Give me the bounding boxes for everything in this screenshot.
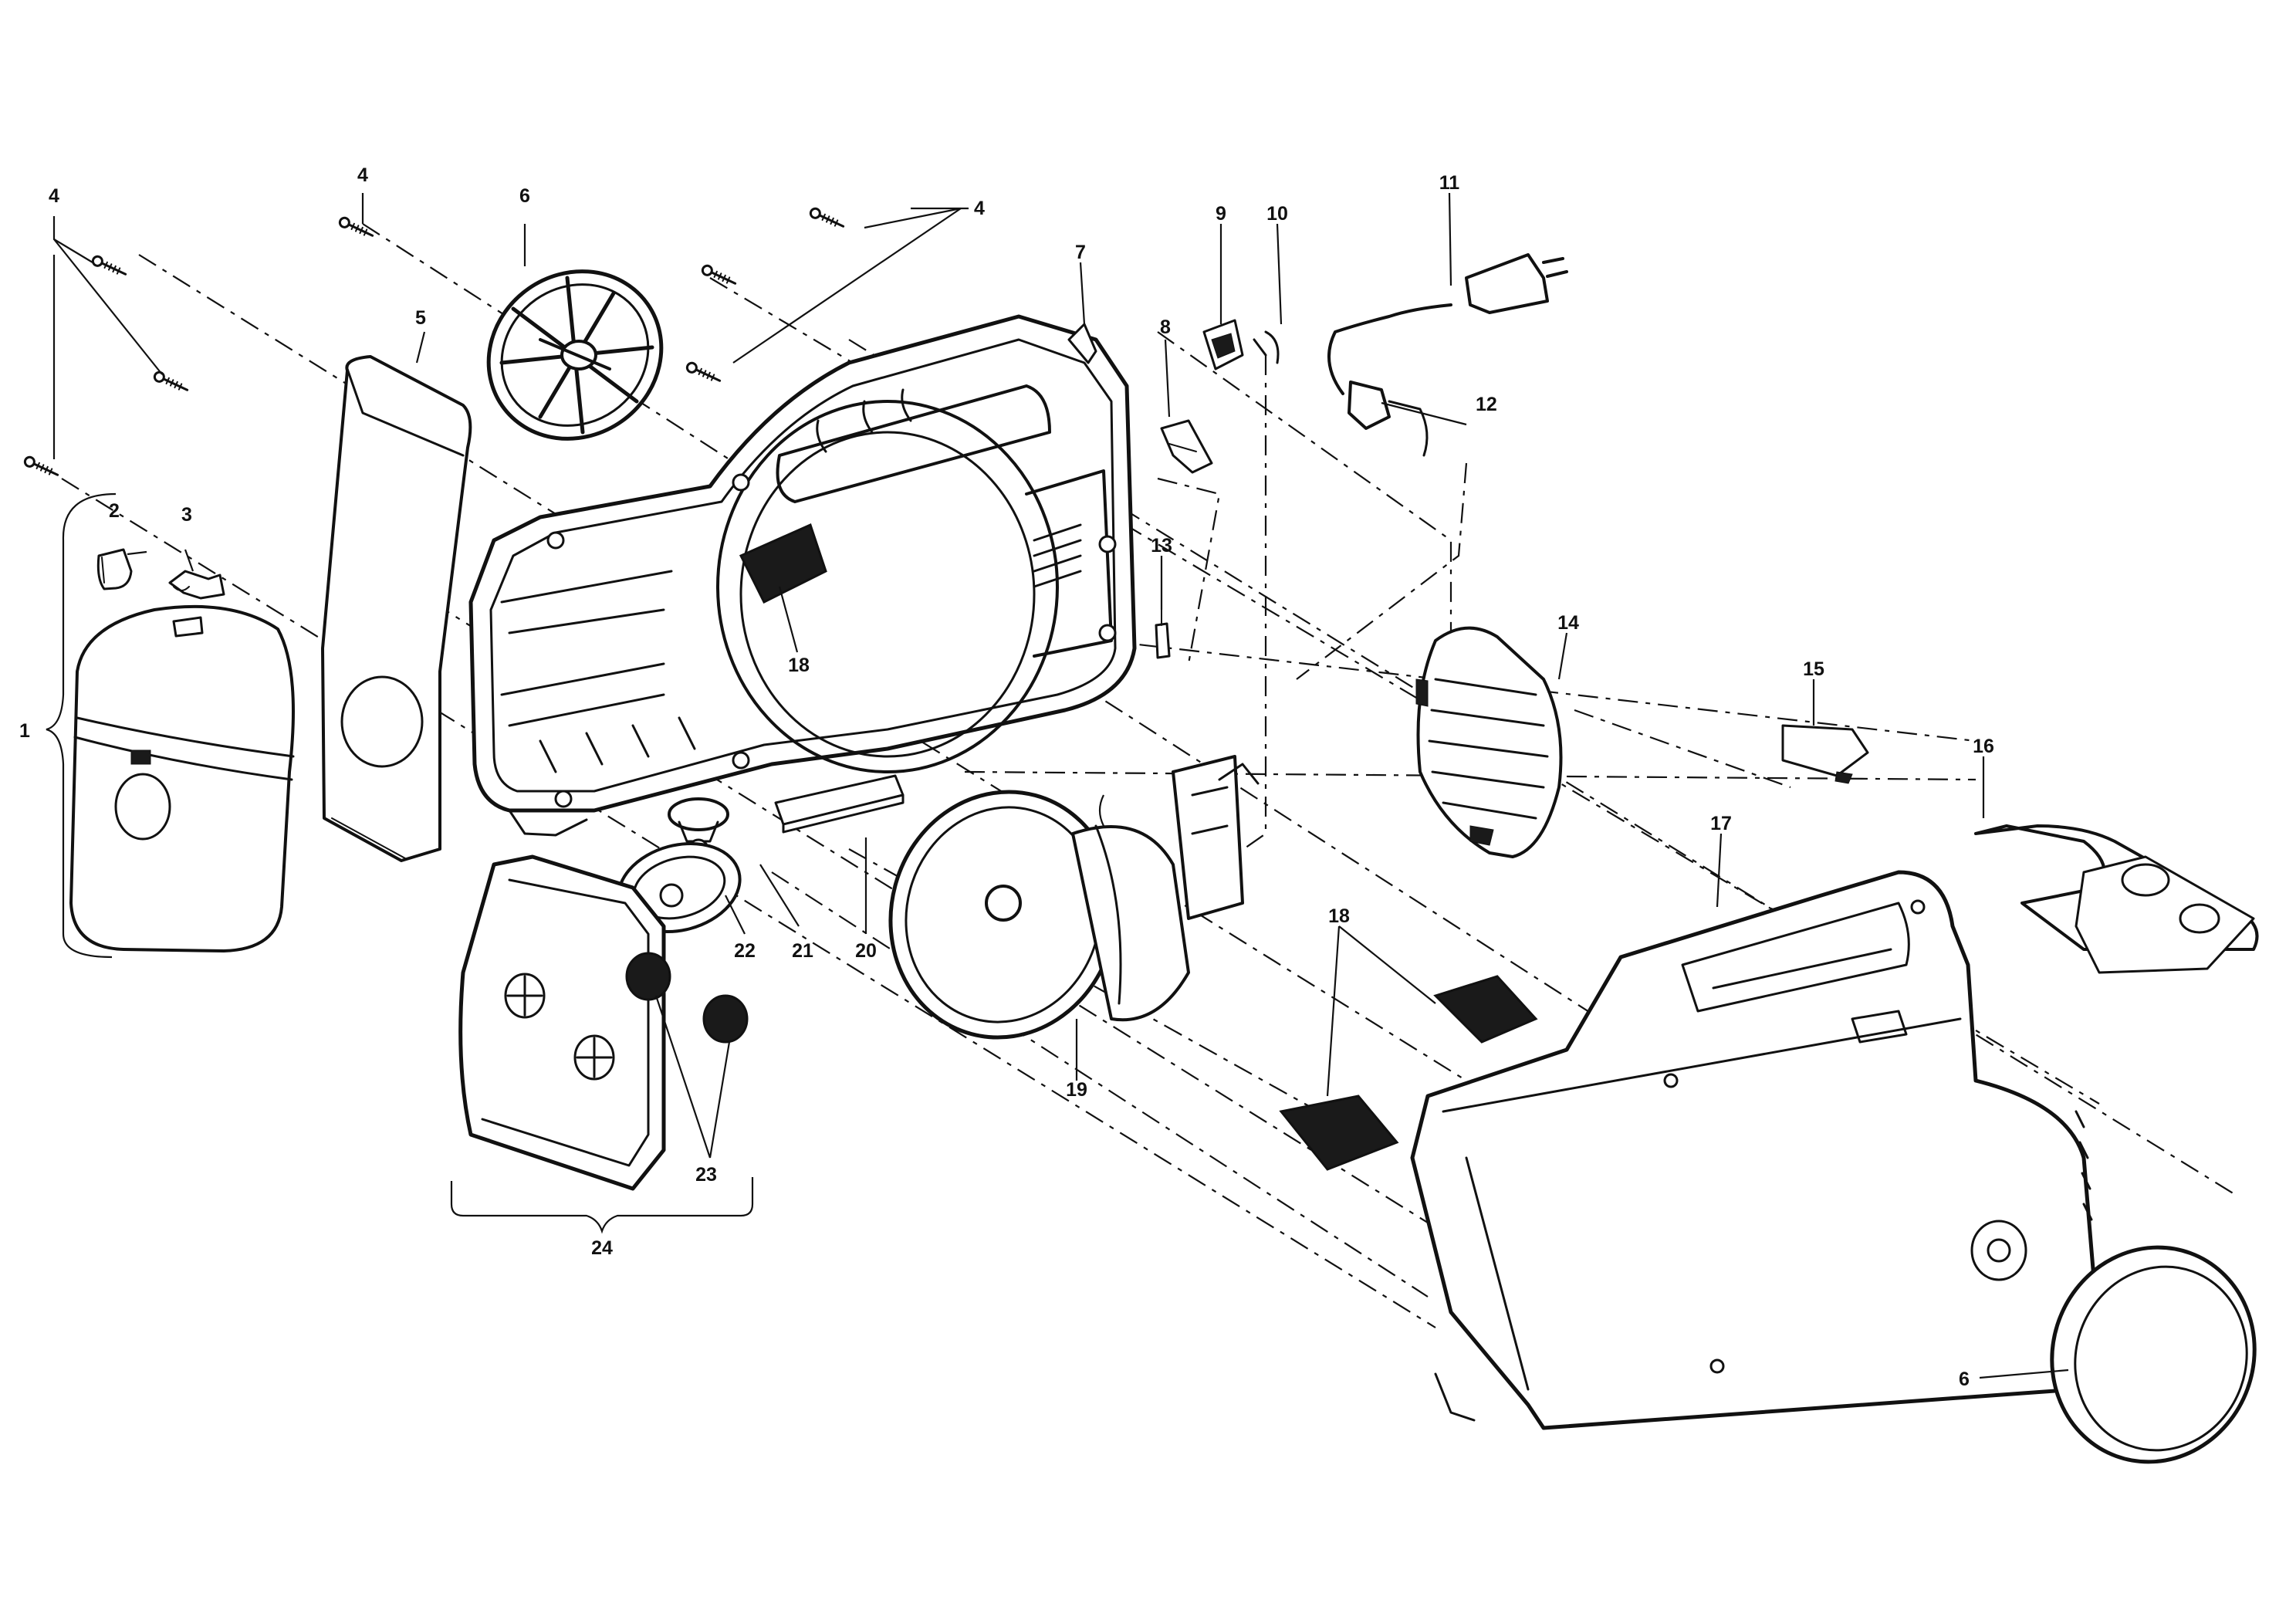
callout-8: 8	[1160, 316, 1171, 338]
callout-16: 16	[1973, 736, 1994, 757]
callout-22: 22	[734, 940, 756, 962]
latch-button	[96, 548, 133, 590]
callout-18-housing: 18	[788, 655, 810, 676]
callout-6-top: 6	[519, 185, 530, 207]
callout-4-right: 4	[974, 198, 985, 219]
screw-group-left	[23, 216, 374, 476]
callout-15: 15	[1803, 658, 1824, 680]
front-cover	[69, 604, 295, 952]
handle-bracket	[1974, 824, 2259, 974]
callout-14: 14	[1557, 612, 1579, 634]
callout-10: 10	[1266, 203, 1288, 225]
power-cord	[1327, 253, 1568, 457]
callout-13: 13	[1151, 535, 1172, 557]
callout-19: 19	[1066, 1079, 1087, 1101]
filter-panel	[321, 355, 472, 862]
screw-group-right	[685, 207, 845, 382]
callout-17: 17	[1710, 813, 1732, 834]
latch-bar	[774, 774, 905, 834]
base-housing	[1410, 870, 2102, 1430]
callout-18-right: 18	[1328, 905, 1350, 927]
switch-terminal	[1253, 330, 1280, 364]
callout-6-wheel: 6	[1959, 1369, 1970, 1390]
callout-5: 5	[415, 307, 426, 329]
callout-2: 2	[109, 500, 120, 522]
screw	[701, 264, 737, 285]
cord-cover	[1781, 724, 1869, 784]
callout-9: 9	[1216, 203, 1226, 225]
foam-filter-upper	[1433, 975, 1538, 1044]
callout-4-left: 4	[49, 185, 59, 207]
callout-4-top: 4	[357, 164, 368, 186]
callout-20: 20	[855, 940, 877, 962]
screw	[809, 207, 845, 228]
callout-1: 1	[19, 720, 30, 742]
cord-clip	[1067, 323, 1097, 364]
callout-7: 7	[1075, 242, 1086, 263]
callout-24: 24	[591, 1237, 613, 1259]
hinge-clip	[1160, 419, 1213, 474]
screw	[153, 370, 189, 391]
round-filter-b	[702, 994, 749, 1044]
cord-reel-wheel	[486, 269, 664, 441]
bottom-plate	[458, 854, 666, 1191]
screw	[338, 216, 374, 237]
screw	[23, 455, 59, 476]
screw	[91, 255, 127, 276]
motor-assembly	[888, 755, 1260, 1040]
callout-21: 21	[792, 940, 813, 962]
exhaust-grill	[1415, 626, 1563, 858]
round-filter-a	[625, 952, 671, 1001]
wire-connector	[1155, 609, 1171, 659]
leader-lines	[46, 192, 2069, 1379]
rear-wheel	[2050, 1245, 2257, 1464]
power-switch	[1202, 319, 1244, 370]
latch-spring	[168, 570, 225, 600]
callout-12: 12	[1476, 394, 1497, 415]
callout-11: 11	[1439, 172, 1460, 194]
callout-23: 23	[695, 1164, 717, 1186]
screw	[685, 361, 722, 382]
callout-3: 3	[181, 504, 192, 526]
callout-labels: 1 2 3 4 4 4 5 6 6 7 8 9 10 11 12 13 14 1…	[19, 164, 1994, 1390]
foam-filter-in-housing	[739, 523, 827, 604]
foam-filter-lower	[1279, 1095, 1399, 1171]
